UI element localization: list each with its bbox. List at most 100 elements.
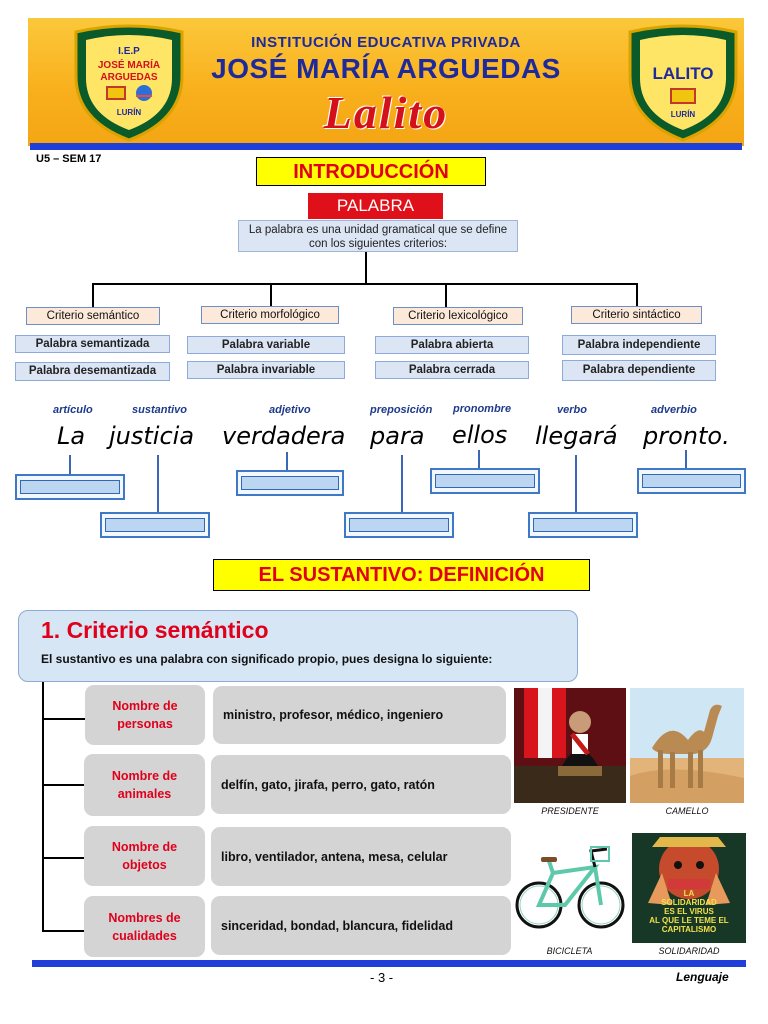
noun-category-line2: personas [117,717,173,731]
category-label: adjetivo [269,404,311,416]
poster-line: SOLIDARIDAD [661,898,717,907]
criterion-lexicologic: Criterio lexicológico [393,307,523,325]
answer-box[interactable] [236,470,344,496]
word-type: Palabra semantizada [15,335,170,353]
tree-leg-3 [445,283,447,307]
answer-box[interactable] [430,468,540,494]
noun-category-line2: animales [117,787,172,801]
poster-line: LA [683,889,695,898]
category-tree-stem [42,682,44,932]
connector-line [685,450,687,469]
noun-category: Nombre de animales [84,754,205,816]
school-shield-logo-left: I.E.P JOSÉ MARÍA ARGUEDAS LURÍN [70,24,188,144]
answer-box[interactable] [637,468,746,494]
header-divider [30,143,742,150]
poster-line: CAPITALISMO [661,925,717,934]
unit-label: U5 – SEM 17 [36,153,102,165]
category-label: pronombre [453,403,512,415]
noun-category: Nombre de personas [85,685,205,745]
word-type: Palabra invariable [187,361,345,379]
word-type: Palabra variable [187,336,345,354]
palabra-label: PALABRA [308,193,443,219]
tree-stem [365,252,367,284]
institution-name: JOSÉ MARÍA ARGUEDAS [211,53,561,84]
sentence-word: justicia [109,422,195,450]
intro-title: INTRODUCCIÓN [256,157,486,186]
image-caption: CAMELLO [665,806,709,816]
subject-label: Lenguaje [676,970,729,984]
word-type: Palabra independiente [562,335,716,355]
tree-leg-2 [270,283,272,307]
answer-box[interactable] [100,512,210,538]
word-type: Palabra desemantizada [15,362,170,381]
footer-divider [32,960,746,967]
palabra-definition: La palabra es una unidad gramatical que … [238,220,518,252]
noun-category-line1: Nombre de [111,840,178,854]
institution-type: INSTITUCIÓN EDUCATIVA PRIVADA [251,34,521,51]
word-type: Palabra abierta [375,336,529,354]
tree-branch [92,283,638,285]
noun-category-line1: Nombre de [111,769,178,783]
answer-box[interactable] [344,512,454,538]
poster-text: LA SOLIDARIDAD ES EL VIRUS AL QUE LE TEM… [632,889,746,934]
noun-category: Nombres de cualidades [84,896,205,957]
category-tree-branch [42,930,85,932]
answer-box[interactable] [15,474,125,500]
solidarity-poster: LA SOLIDARIDAD ES EL VIRUS AL QUE LE TEM… [632,833,746,943]
image-caption: BICICLETA [546,946,593,956]
connector-line [575,455,577,513]
bicycle-photo [513,833,626,943]
noun-category-line2: cualidades [112,928,177,943]
sentence-word: para [370,422,425,450]
president-photo [514,688,626,803]
image-caption: SOLIDARIDAD [658,946,720,956]
tree-leg-4 [636,283,638,307]
header-banner: INSTITUCIÓN EDUCATIVA PRIVADA JOSÉ MARÍA… [28,18,744,146]
connector-line [478,450,480,469]
noun-examples: ministro, profesor, médico, ingeniero [213,686,506,744]
connector-line [401,455,403,513]
school-shield-logo-right: LALITO LURÍN [624,24,742,144]
sentence-word: ellos [452,421,508,449]
noun-examples: delfín, gato, jirafa, perro, gato, ratón [211,755,511,814]
poster-line: AL QUE LE TEME EL [649,916,729,925]
noun-category: Nombre de objetos [84,826,205,886]
image-caption: PRESIDENTE [541,806,599,816]
noun-examples: sinceridad, bondad, blancura, fidelidad [211,896,511,955]
right-logo-name: LALITO [652,64,714,83]
left-logo-name2: ARGUEDAS [100,72,158,83]
panel-title: 1. Criterio semántico [41,617,269,643]
noun-category-line1: Nombre de [112,699,178,713]
noun-examples: libro, ventilador, antena, mesa, celular [211,827,511,886]
category-label: preposición [370,404,433,416]
category-tree-branch [42,718,85,720]
camel-photo [630,688,744,803]
category-label: artículo [53,404,93,416]
sentence-word: pronto. [643,422,730,450]
connector-line [286,452,288,471]
criterion-semantic: Criterio semántico [26,307,160,325]
left-logo-top: I.E.P [118,46,140,57]
category-tree-branch [42,784,85,786]
tree-leg-1 [92,283,94,307]
sentence-word: La [57,422,86,450]
answer-box[interactable] [528,512,638,538]
left-logo-place: LURÍN [116,108,142,117]
right-logo-place: LURÍN [670,110,696,119]
criterio-semantico-panel: 1. Criterio semántico El sustantivo es u… [18,610,578,682]
word-type: Palabra cerrada [375,361,529,379]
panel-text: El sustantivo es una palabra con signifi… [41,652,493,666]
category-label: adverbio [651,404,697,416]
criterion-syntactic: Criterio sintáctico [571,306,702,324]
section-title: EL SUSTANTIVO: DEFINICIÓN [213,559,590,591]
institution-brand: Lalito [323,87,449,138]
left-logo-name1: JOSÉ MARÍA [97,60,161,71]
criterion-morphologic: Criterio morfológico [201,306,339,324]
connector-line [69,455,71,475]
sentence-word: verdadera [222,422,346,450]
page-number: - 3 - [370,970,394,985]
poster-line: ES EL VIRUS [664,907,714,916]
noun-category-line1: Nombres de [108,910,181,925]
category-label: sustantivo [132,404,188,416]
noun-category-line2: objetos [122,858,167,872]
